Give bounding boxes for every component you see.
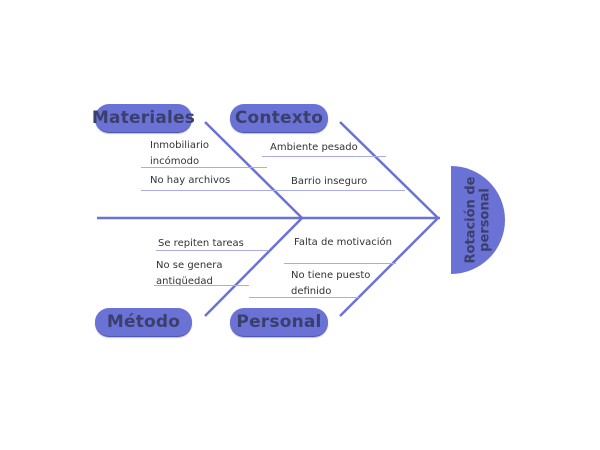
- cause-line: definido: [291, 286, 332, 297]
- cause-ambiente-pesado: Ambiente pesado: [270, 142, 358, 153]
- cause-line: No tiene puesto: [291, 270, 371, 281]
- category-contexto: Contexto: [230, 104, 328, 133]
- cause-underline: [249, 297, 359, 298]
- cause-underline: [284, 263, 396, 264]
- bone-personal: [339, 217, 439, 317]
- cause-line: Inmobiliario: [150, 140, 209, 151]
- cause-no-se-genera-antiguedad: No se genera antigüedad: [156, 258, 223, 290]
- cause-inmobiliario-incomodo: Inmobiliario incómodo: [150, 138, 209, 170]
- cause-no-hay-archivos: No hay archivos: [150, 175, 231, 186]
- cause-no-tiene-puesto-definido: No tiene puesto definido: [291, 268, 370, 300]
- cause-underline: [141, 190, 286, 191]
- cause-underline: [141, 167, 267, 168]
- cause-underline: [156, 250, 269, 251]
- cause-se-repiten-tareas: Se repiten tareas: [158, 238, 244, 249]
- cause-barrio-inseguro: Barrio inseguro: [291, 176, 368, 187]
- cause-line: antigüedad: [156, 276, 213, 287]
- cause-line: incómodo: [150, 156, 200, 167]
- cause-falta-de-motivacion: Falta de motivación: [294, 237, 392, 248]
- cause-underline: [262, 156, 386, 157]
- cause-underline: [154, 285, 249, 286]
- category-metodo: Método: [95, 308, 192, 337]
- bone-metodo: [204, 217, 303, 317]
- category-materiales: Materiales: [92, 104, 195, 133]
- category-personal: Personal: [230, 308, 328, 337]
- bone-contexto: [339, 121, 439, 219]
- cause-line: No se genera: [156, 260, 223, 271]
- bone-materiales: [204, 121, 303, 219]
- cause-underline: [285, 190, 405, 191]
